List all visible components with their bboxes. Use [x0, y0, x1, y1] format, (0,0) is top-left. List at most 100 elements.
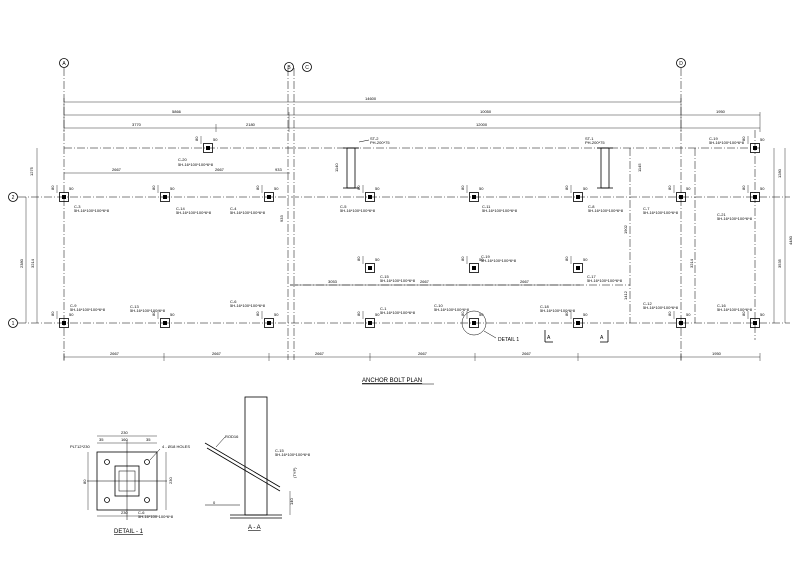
plate-dim: 80 [460, 256, 465, 261]
svg-text:1280: 1280 [777, 168, 782, 178]
svg-text:PLT12*230: PLT12*230 [70, 444, 90, 449]
col-label-c9: C-9 [70, 303, 77, 308]
svg-text:A: A [600, 335, 604, 341]
svg-text:2: 2 [12, 195, 15, 201]
plate-dim: 80 [50, 185, 55, 190]
plate-dim: 80 [356, 256, 361, 261]
plate-dim: 50 [479, 257, 484, 262]
svg-text:3535: 3535 [777, 258, 782, 268]
svg-text:80: 80 [82, 479, 87, 484]
dim-top-5: 2180 [246, 122, 256, 127]
svg-text:2667: 2667 [315, 351, 325, 356]
svg-text:1412: 1412 [623, 290, 628, 300]
svg-text:C: C [305, 65, 309, 71]
plate-dim: 80 [667, 185, 672, 190]
svg-text:B: B [287, 65, 291, 71]
plate-dim: 80 [151, 311, 156, 316]
col-label-c11: C-11 [482, 204, 491, 209]
grid-bubble-1: 1 [8, 318, 18, 328]
svg-text:4480: 4480 [788, 235, 793, 245]
plate-dim: 50 [274, 312, 279, 317]
col-label-c18: C-18 [540, 304, 549, 309]
plate-dim: 80 [741, 136, 746, 141]
svg-text:230: 230 [121, 510, 128, 515]
col-label-c6: C-6 [230, 299, 237, 304]
plate-dim: 80 [460, 311, 465, 316]
col-label-c3: C-3 [74, 204, 81, 209]
grid-bubble-d: D [676, 58, 686, 68]
stair-st1: ST-1 PH-200*75 [585, 136, 613, 189]
plate-dim: 50 [583, 186, 588, 191]
grid-bubble-c: C [302, 62, 312, 72]
plate-dim: 50 [213, 137, 218, 142]
plate-dim: 50 [583, 312, 588, 317]
stair-st2: ST-2 PH-200*75 [343, 136, 390, 189]
col-label-c4: C-4 [230, 206, 237, 211]
svg-text:ST-1: ST-1 [585, 136, 594, 141]
dim-top-1: 5866 [172, 109, 182, 114]
col-label-c20: C-20 [178, 157, 187, 162]
plate-dim: 50 [375, 186, 380, 191]
svg-text:230: 230 [168, 477, 173, 484]
plate-dim: 80 [741, 311, 746, 316]
svg-text:2667: 2667 [110, 351, 120, 356]
plate-dim: 80 [255, 311, 260, 316]
plate-dim: 80 [564, 185, 569, 190]
col-label-c10: C-10 [434, 303, 443, 308]
dim-top-4: 3770 [132, 122, 142, 127]
col-label-c17: C-17 [587, 274, 596, 279]
grid-bubble-b: B [284, 62, 294, 72]
svg-text:1140: 1140 [334, 163, 339, 172]
svg-text:A: A [547, 335, 551, 341]
svg-text:5H-16*100*100*6*8: 5H-16*100*100*6*8 [138, 514, 174, 519]
grid-bubble-a: A [59, 58, 69, 68]
dim-top-3: 1950 [716, 109, 726, 114]
svg-text:ST-2: ST-2 [370, 136, 379, 141]
svg-text:5H-16*100*100*6*8: 5H-16*100*100*6*8 [230, 303, 266, 308]
grid-lines [18, 68, 790, 360]
svg-text:1902: 1902 [623, 224, 628, 234]
plan-title: ANCHOR BOLT PLAN [362, 378, 422, 384]
svg-text:2380: 2380 [19, 258, 24, 268]
col-label-c7: C-7 [643, 206, 650, 211]
svg-text:5H-16*100*100*6*8: 5H-16*100*100*6*8 [434, 307, 470, 312]
svg-text:5H-16*100*100*6*8: 5H-16*100*100*6*8 [587, 278, 623, 283]
top-dimensions: 14600 5866 10050 1950 3770 2180 12000 [63, 96, 761, 132]
section-mark-a-right: A [600, 330, 609, 343]
detail-callout: DETAIL 1 [461, 310, 519, 343]
svg-text:1275: 1275 [29, 166, 34, 176]
plate-dim: 50 [479, 312, 484, 317]
plate-dim: 80 [151, 185, 156, 190]
plate-dim: 80 [667, 311, 672, 316]
plate-dim: 50 [760, 137, 765, 142]
svg-text:A: A [62, 61, 66, 67]
col-label-c21: C-21 [717, 212, 726, 217]
anchor-plate: 80 50 [460, 311, 484, 328]
col-label-c14: C-14 [176, 206, 185, 211]
plate-dim: 50 [375, 312, 380, 317]
plate-dim: 50 [760, 312, 765, 317]
side-dimensions: 1275 2380 3214 1280 4480 3214 3535 1140 … [19, 148, 793, 323]
anchor-plate: 80 50 [460, 256, 484, 273]
svg-text:5H-16*100*100*6*8: 5H-16*100*100*6*8 [540, 308, 576, 313]
svg-text:3214: 3214 [30, 258, 35, 268]
svg-text:5H-16*100*100*6*8: 5H-16*100*100*6*8 [230, 210, 266, 215]
plate-dim: 80 [255, 185, 260, 190]
svg-text:0: 0 [213, 500, 216, 505]
col-label-c19b: C-19 [481, 254, 490, 259]
svg-text:35: 35 [146, 437, 151, 442]
col-label-c5: C-5 [340, 204, 347, 209]
svg-text:ROD16: ROD16 [225, 434, 239, 439]
detail-1-title: DETAIL - 1 [114, 529, 144, 535]
svg-text:(TYP): (TYP) [292, 467, 297, 478]
anchor-plate: 80 50 [741, 136, 765, 153]
col-label-c12: C-12 [643, 301, 652, 306]
plate-dim: 50 [583, 257, 588, 262]
